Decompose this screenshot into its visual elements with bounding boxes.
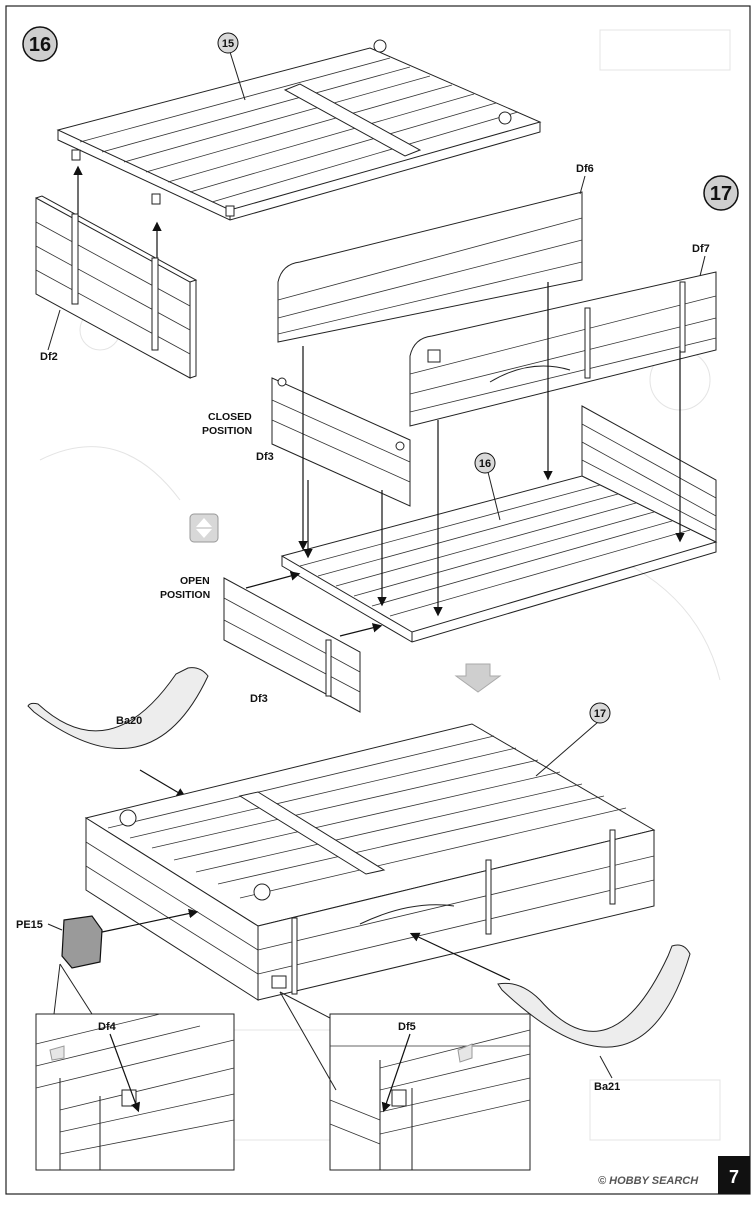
part-ba20-fender <box>27 667 209 749</box>
step-16-number: 16 <box>29 34 51 56</box>
arrow-ba21 <box>409 932 511 981</box>
arrow-df4 <box>109 1033 141 1113</box>
leader-df4-inset-right <box>59 963 93 1015</box>
leader-df4-inset-left <box>53 963 61 1015</box>
label-df7: Df7 <box>692 243 710 255</box>
part-ba21-fender <box>497 944 691 1048</box>
label-ba21: Ba21 <box>594 1081 620 1093</box>
label-df3-closed: Df3 <box>256 451 274 463</box>
part-df3-open-panel <box>223 577 361 713</box>
label-open-line1: OPEN <box>180 575 210 587</box>
part-df3-closed-panel <box>271 377 411 507</box>
callout-16-number: 16 <box>479 458 491 470</box>
page-number: 7 <box>729 1167 739 1187</box>
label-pe15: PE15 <box>16 919 43 931</box>
callout-16: 16 <box>474 452 501 521</box>
arrow-pe15 <box>101 908 199 933</box>
label-ba20: Ba20 <box>116 715 142 727</box>
page-border <box>5 5 751 1195</box>
leader-df5-inset-top <box>279 991 331 1019</box>
callout-15: 15 <box>217 32 246 101</box>
part-df6-panel <box>277 191 583 343</box>
label-open-line2: POSITION <box>160 589 210 601</box>
arrow-ba20 <box>139 769 187 798</box>
flip-arrow-icon <box>189 513 219 543</box>
label-df2: Df2 <box>40 351 58 363</box>
arrow-df5 <box>381 1033 411 1113</box>
step-16-badge: 16 <box>22 26 58 62</box>
watermark-hobbysearch: © HOBBY SEARCH <box>598 1175 699 1187</box>
part-df7-panel <box>409 271 717 427</box>
detail-df4-inset <box>35 1013 235 1171</box>
label-df3-open: Df3 <box>250 693 268 705</box>
arrow-df3-open-right <box>339 623 383 637</box>
callout-17-number: 17 <box>594 708 606 720</box>
label-closed-line1: CLOSED <box>208 411 252 423</box>
assembly-16-floor <box>280 405 718 643</box>
callout-17: 17 <box>535 702 611 777</box>
label-closed-line2: POSITION <box>202 425 252 437</box>
page-number-badge: 7 <box>718 1156 750 1194</box>
next-step-arrow-icon <box>454 663 502 693</box>
step-17-badge: 17 <box>703 175 739 211</box>
assembly-15-lid <box>56 39 542 221</box>
part-df2-panel <box>35 195 198 379</box>
label-df6: Df6 <box>576 163 594 175</box>
callout-15-number: 15 <box>222 38 234 50</box>
arrow-df3-open-left <box>245 571 301 589</box>
leader-df5-inset-bottom <box>279 991 337 1091</box>
assembly-17-box <box>84 723 656 1001</box>
label-df4: Df4 <box>98 1021 117 1033</box>
step-17-number: 17 <box>710 183 732 205</box>
detail-df5-inset <box>329 1013 531 1171</box>
part-pe15-plate <box>61 915 103 969</box>
label-df5: Df5 <box>398 1021 416 1033</box>
